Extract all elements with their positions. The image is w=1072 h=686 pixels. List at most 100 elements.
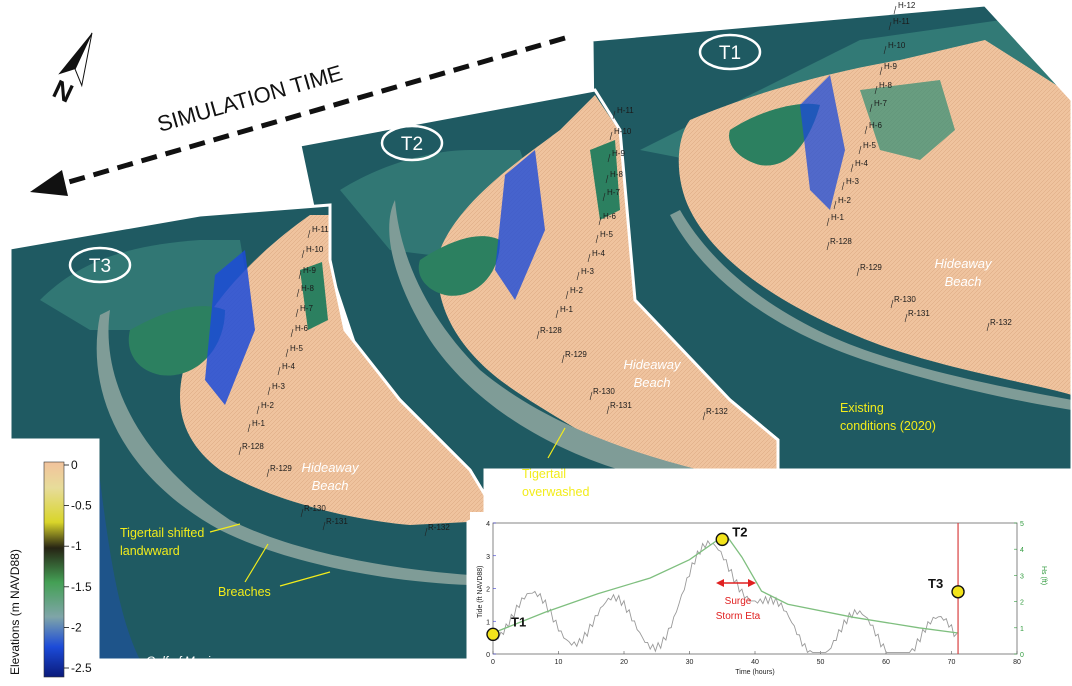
simulation-time-title: SIMULATION TIME	[154, 60, 345, 137]
surge-line2: Storm Eta	[716, 611, 761, 622]
marker-t3	[951, 585, 965, 599]
transect-label-h: H-10	[888, 41, 906, 50]
surge-line1: Surge	[725, 596, 752, 607]
transect-label-h: H-2	[838, 196, 851, 205]
svg-text:T3: T3	[89, 256, 111, 277]
hideaway-beach-t3-line1: Hideaway	[301, 460, 360, 475]
transect-label-h: H-7	[607, 188, 620, 197]
colorbar-tick: -2	[71, 620, 82, 634]
arrow-breach-2	[279, 571, 331, 587]
hideaway-beach-t3-line2: Beach	[312, 478, 349, 493]
transect-label-r: R-130	[894, 295, 916, 304]
note-breaches: Breaches	[218, 585, 271, 599]
transect-label-r: R-130	[304, 504, 326, 513]
colorbar-tick: -2.5	[71, 661, 92, 675]
transect-label-h: H-10	[306, 245, 324, 254]
transect-label-h: H-6	[603, 212, 616, 221]
marker-label: T2	[732, 524, 747, 539]
inset-ytick-left: 4	[486, 521, 490, 528]
transect-label-h: H-1	[252, 419, 265, 428]
arrow-breach-1	[244, 543, 269, 583]
colorbar-ticks: 0 -0.5 -1 -1.5 -2 -2.5	[64, 458, 92, 675]
colorbar: 0 -0.5 -1 -1.5 -2 -2.5 Elevations (m NAVD88)	[0, 446, 98, 686]
marker-label: T1	[511, 614, 526, 629]
transect-label-h: H-1	[560, 305, 573, 314]
transect-label-r: R-131	[326, 517, 348, 526]
transect-label-h: H-4	[592, 249, 605, 258]
transect-label-h: H-8	[301, 284, 314, 293]
transect-label-h: H-8	[610, 170, 623, 179]
colorbar-tick: -1	[71, 539, 82, 553]
transect-label-h: H-9	[612, 149, 625, 158]
transect-label-h: H-8	[879, 81, 892, 90]
inset-ytick-left: 2	[486, 587, 490, 594]
north-arrow: N	[48, 32, 93, 109]
inset-xtick: 10	[555, 659, 563, 666]
inset-xtick: 50	[817, 659, 825, 666]
inset-ytick-left: 3	[486, 554, 490, 561]
svg-text:T2: T2	[401, 134, 423, 155]
inset-ytick-left: 0	[486, 652, 490, 659]
transect-label-h: H-6	[869, 121, 882, 130]
inset-ytick-right: 2	[1020, 600, 1024, 607]
transect-label-r: R-128	[242, 442, 264, 451]
inset-xtick: 30	[686, 659, 694, 666]
transect-label-r: R-132	[990, 318, 1012, 327]
inset-ytick-right: 3	[1020, 573, 1024, 580]
transect-label-r: R-132	[706, 407, 728, 416]
transect-label-h: H-9	[884, 62, 897, 71]
marker-t2	[715, 532, 729, 547]
hideaway-beach-t1-line1: Hideaway	[934, 256, 993, 271]
inset-xtick: 40	[751, 659, 759, 666]
note-overwash-line1: Tigertail	[522, 467, 566, 481]
note-shift-line2: landwward	[120, 544, 180, 558]
hideaway-beach-t1-line2: Beach	[945, 274, 982, 289]
transect-label-h: H-11	[893, 17, 910, 26]
colorbar-gradient-bar	[43, 461, 65, 678]
marker-t1	[486, 627, 500, 642]
marker-label: T3	[928, 576, 943, 591]
arrow-shift	[209, 523, 241, 533]
transect-label-h: H-10	[614, 127, 632, 136]
inset-ytick-right: 5	[1020, 521, 1024, 528]
colorbar-tick: -1.5	[71, 580, 92, 594]
inset-xtick: 80	[1013, 659, 1021, 666]
tide-series	[492, 539, 958, 654]
transect-label-r: R-129	[565, 350, 587, 359]
colorbar-tick: 0	[71, 458, 78, 472]
gulf-label: Gulf of Mexico	[146, 654, 223, 668]
time-arrow-head	[30, 170, 68, 196]
transect-label-h: H-2	[570, 286, 583, 295]
colorbar-tick: -0.5	[71, 499, 92, 513]
transect-label-r: R-129	[860, 263, 882, 272]
inset-ylabel-right: Hs (ft)	[1040, 566, 1047, 585]
north-label: N	[48, 74, 78, 109]
arrow-overwash	[547, 427, 566, 459]
transect-label-h: H-9	[303, 266, 316, 275]
inset-xtick: 60	[882, 659, 890, 666]
hideaway-beach-t2-line2: Beach	[634, 375, 671, 390]
transect-labels: H-12H-11H-10H-9H-8H-7H-6H-5H-4H-3H-2H-1R…	[238, 1, 1012, 537]
panel-id-t3: T3	[68, 246, 132, 284]
note-existing-line2: conditions (2020)	[840, 419, 936, 433]
panel-id-t2: T2	[380, 124, 444, 162]
transect-label-h: H-5	[290, 344, 303, 353]
surge-annotation: Surge Storm Eta	[716, 579, 761, 622]
transect-label-h: H-12	[898, 1, 916, 10]
transect-label-r: R-128	[540, 326, 562, 335]
note-existing-line1: Existing	[840, 401, 884, 415]
transect-label-h: H-6	[295, 324, 308, 333]
colorbar-label: Elevations (m NAVD88)	[8, 549, 22, 675]
transect-label-h: H-3	[846, 177, 859, 186]
transect-label-h: H-1	[831, 213, 844, 222]
transect-label-h: H-7	[874, 99, 887, 108]
transect-label-h: H-3	[272, 382, 285, 391]
transect-label-h: H-2	[261, 401, 274, 410]
transect-label-h: H-11	[312, 225, 329, 234]
inset-ylabel-left: Tide (ft NAVD88)	[477, 565, 484, 618]
inset-xtick: 0	[491, 659, 495, 666]
